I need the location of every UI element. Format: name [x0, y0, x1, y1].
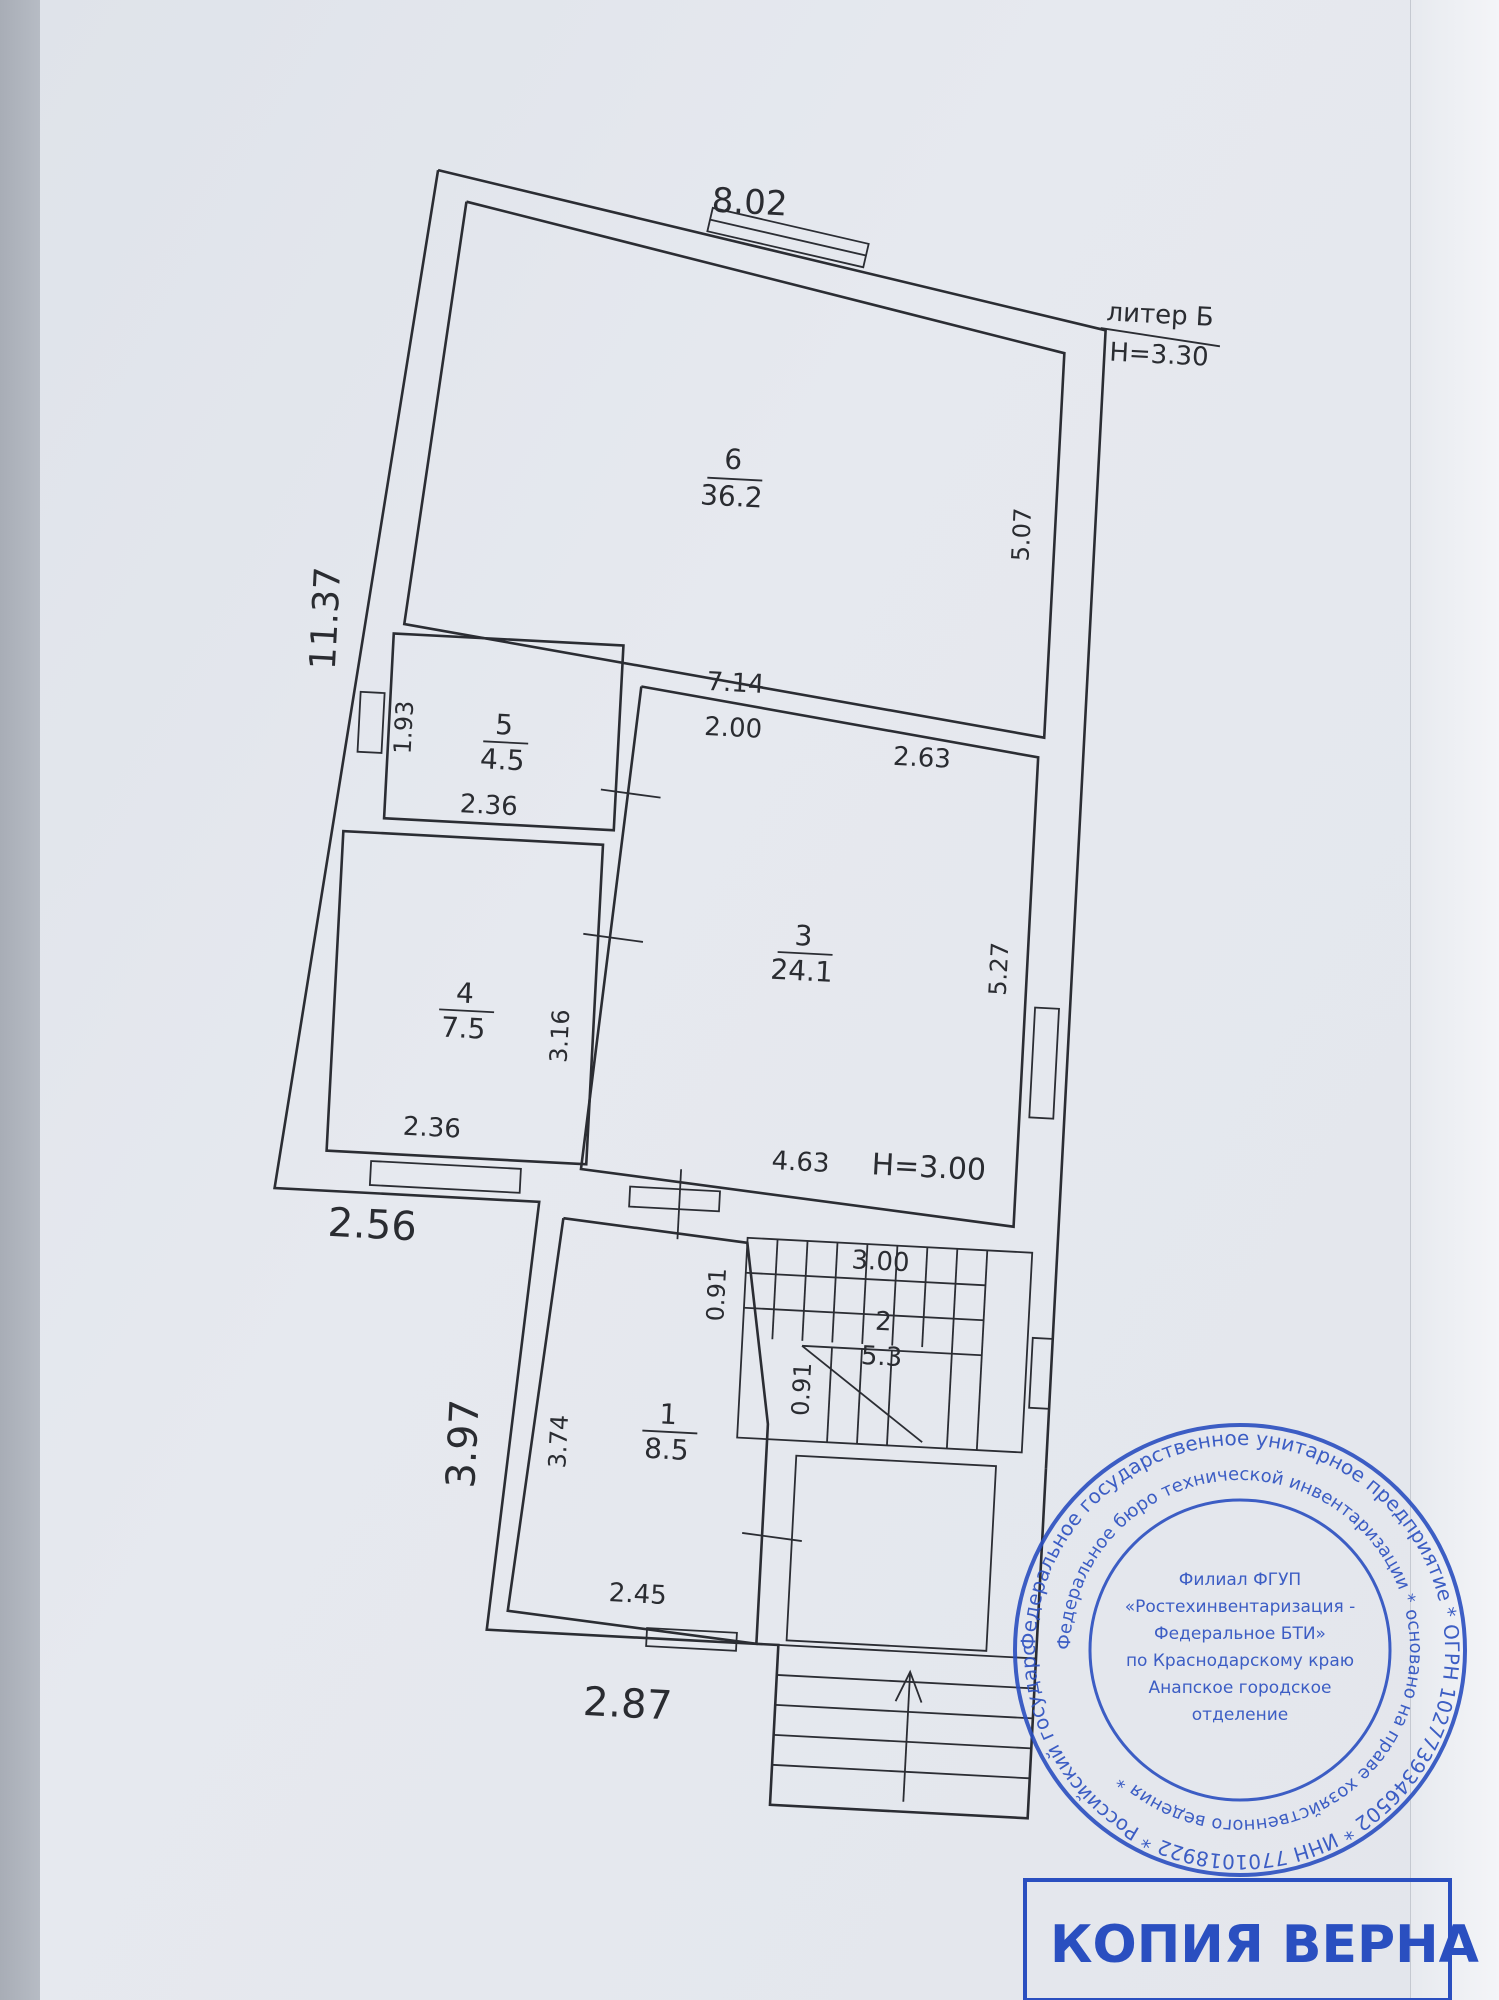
dim-room3-top-left: 2.00 — [704, 712, 763, 745]
room-3-number: 3 — [794, 919, 814, 953]
room-3-outline — [579, 685, 1040, 1229]
dim-room4-width: 2.36 — [402, 1112, 461, 1145]
dim-entry-width: 2.87 — [582, 1679, 673, 1730]
room-5-outline — [382, 632, 625, 832]
room-5-area: 4.5 — [479, 742, 525, 777]
outer-walls — [273, 168, 1107, 1820]
room-6-area: 36.2 — [699, 478, 763, 514]
paper-edge — [1410, 0, 1499, 2000]
dim-room1-width: 2.45 — [608, 1578, 667, 1611]
dim-stair-width: 3.00 — [851, 1245, 910, 1278]
room-4-number: 4 — [455, 976, 475, 1010]
stamp-line-6: отделение — [1192, 1705, 1288, 1725]
window-top — [706, 206, 870, 269]
room-1-number: 1 — [659, 1397, 679, 1431]
dim-entry-height: 3.97 — [438, 1398, 489, 1489]
dim-left-lower-width: 2.56 — [327, 1200, 418, 1251]
stamp-line-5: Анапское городское — [1149, 1678, 1332, 1698]
room-2-number: 2 — [874, 1307, 892, 1338]
svg-text:Федеральное государственное ун: Федеральное государственное унитарное пр… — [0, 0, 1464, 1874]
room-6-number: 6 — [724, 443, 744, 477]
dim-room6-height: 5.07 — [1006, 507, 1037, 562]
stamp-line-3: Федеральное БТИ» — [1154, 1624, 1326, 1644]
dim-room1-height: 3.74 — [543, 1414, 574, 1469]
dim-room3-bottom: 4.63 — [771, 1146, 830, 1179]
svg-text:литер Б: литер Б — [1106, 297, 1215, 333]
dim-room5-height: 1.93 — [388, 700, 419, 755]
room-4-area: 7.5 — [440, 1011, 486, 1046]
room-3-area: 24.1 — [770, 953, 834, 989]
dim-overall-height: 11.37 — [303, 566, 349, 671]
stamp-line-2: «Ростехинвентаризация - — [1125, 1597, 1356, 1617]
litera-label: литер Б H=3.30 — [1100, 297, 1221, 373]
dim-room6-bottom: 7.14 — [706, 667, 765, 700]
porch-outline — [785, 1454, 997, 1652]
stair-steps — [743, 1239, 989, 1451]
stamp-line-4: по Краснодарскому краю — [1126, 1651, 1354, 1671]
room-1-area: 8.5 — [643, 1432, 689, 1467]
height-main: H=3.00 — [871, 1147, 987, 1188]
svg-text:Федеральное бюро технической и: Федеральное бюро технической инвентариза… — [1054, 1464, 1426, 1836]
room-2-area: 5.3 — [860, 1341, 903, 1373]
room-1-outline — [506, 1216, 770, 1646]
stamp-inner-ring-text: Федеральное бюро технической инвентариза… — [1054, 1464, 1426, 1836]
copy-certified-text: КОПИЯ ВЕРНА — [1050, 1915, 1479, 1975]
dim-stair-height-a: 0.91 — [701, 1267, 732, 1322]
svg-text:H=3.30: H=3.30 — [1109, 338, 1210, 373]
paper-sheet — [40, 0, 1499, 2000]
official-stamp: Федеральное государственное унитарное пр… — [0, 0, 1467, 1877]
dim-room4-height: 3.16 — [545, 1009, 576, 1064]
entry-stairs — [769, 1644, 1037, 1820]
stamp-line-1: Филиал ФГУП — [1179, 1570, 1301, 1590]
stair-2-outline — [736, 1236, 1034, 1454]
copy-certified-stamp: КОПИЯ ВЕРНА — [1023, 1878, 1479, 2000]
dim-room3-top-right: 2.63 — [892, 742, 951, 775]
dim-top-width: 8.02 — [711, 181, 789, 225]
stamp-ring-text: Федеральное государственное унитарное пр… — [0, 0, 1464, 1874]
windows-doors — [356, 690, 1060, 1652]
dim-room5-width: 2.36 — [459, 789, 518, 822]
room-4-outline — [325, 829, 605, 1166]
dim-stair-height-b: 0.91 — [786, 1362, 817, 1417]
room-5-number: 5 — [494, 708, 514, 742]
dim-room3-height: 5.27 — [984, 941, 1015, 996]
